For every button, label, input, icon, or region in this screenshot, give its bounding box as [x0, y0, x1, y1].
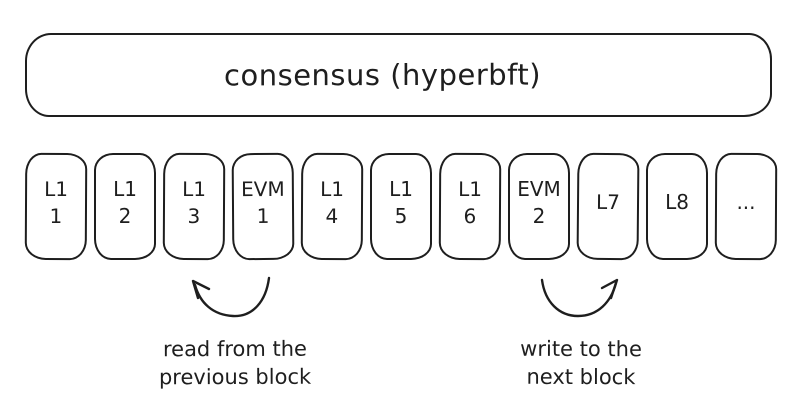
block-label: ... — [736, 189, 756, 215]
block-l1-5: L1 5 — [370, 153, 432, 260]
block-label: L7 — [595, 189, 621, 215]
write-annotation: write to the next block — [520, 336, 642, 391]
block-label: L1 — [320, 176, 345, 201]
block-label: EVM — [240, 176, 285, 201]
block-label: 4 — [325, 203, 339, 228]
block-l1-3: L1 3 — [162, 152, 226, 261]
write-annotation-line1: write to the — [520, 336, 642, 362]
block-l1-4: L1 4 — [300, 152, 364, 261]
read-annotation: read from the previous block — [159, 336, 311, 392]
block-ellipsis: ... — [714, 152, 778, 261]
block-label: L1 — [389, 176, 413, 201]
write-arrow — [540, 278, 619, 318]
block-evm-1: EVM 1 — [231, 152, 295, 261]
block-label: L1 — [182, 176, 207, 201]
write-annotation-line2: next block — [526, 364, 636, 389]
block-l8: L8 — [646, 153, 708, 260]
read-arrowhead-icon — [191, 279, 211, 300]
block-l1-6: L1 6 — [438, 152, 502, 261]
block-label: 2 — [118, 203, 132, 228]
read-arrow — [191, 276, 271, 318]
block-l7: L7 — [576, 152, 640, 261]
block-label: EVM — [517, 176, 561, 201]
read-annotation-line1: read from the — [162, 336, 307, 362]
block-label: L1 — [458, 176, 483, 201]
block-l1-1: L1 1 — [24, 152, 88, 261]
consensus-box: consensus (hyperbft) — [25, 33, 772, 117]
block-label: 1 — [49, 203, 63, 228]
read-arrow-curve — [193, 276, 271, 318]
blocks-row: L1 1 L1 2 L1 3 EVM 1 L1 4 L1 5 L1 6 EVM — [24, 152, 778, 261]
block-label: 3 — [187, 203, 201, 228]
write-arrowhead-icon — [600, 278, 619, 300]
read-annotation-line2: previous block — [158, 364, 312, 389]
block-label: L1 — [44, 176, 69, 201]
block-label: 6 — [463, 203, 477, 228]
block-l1-2: L1 2 — [94, 153, 156, 260]
block-evm-2: EVM 2 — [508, 153, 570, 260]
consensus-label: consensus (hyperbft) — [223, 57, 542, 93]
block-label: 2 — [532, 203, 546, 228]
block-label: 1 — [256, 203, 270, 228]
write-arrow-curve — [540, 278, 618, 318]
block-label: 5 — [394, 203, 408, 228]
block-label: L8 — [665, 190, 689, 214]
block-label: L1 — [113, 176, 137, 201]
